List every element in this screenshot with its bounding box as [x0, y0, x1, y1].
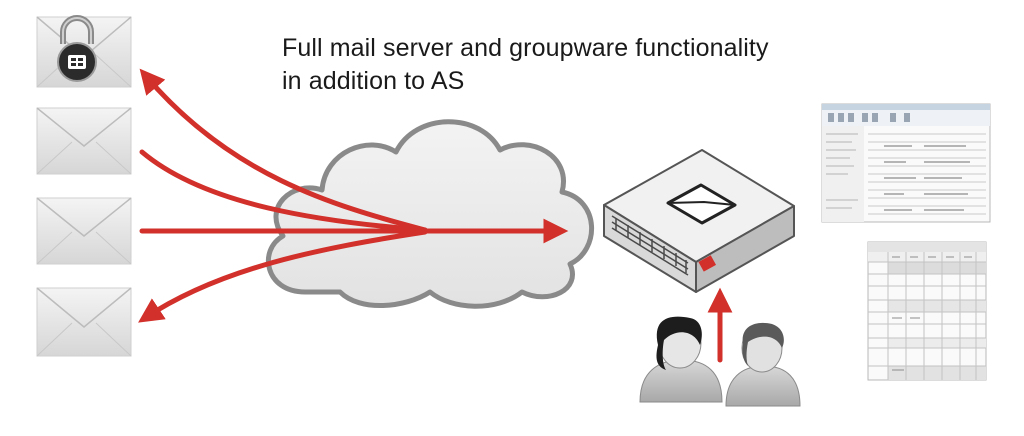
- envelope-icon: [36, 197, 132, 265]
- email-client-screenshot-icon: [821, 103, 991, 223]
- lock-envelope-icon: [36, 15, 132, 88]
- mail-appliance-icon: [603, 149, 795, 293]
- caption-line-2: in addition to AS: [282, 67, 465, 95]
- caption-line-1: Full mail server and groupware functiona…: [282, 34, 769, 62]
- calendar-screenshot-icon: [867, 241, 987, 381]
- mail-flow-arrows: [138, 68, 733, 363]
- users-icon: [639, 316, 801, 407]
- appliance-badge: [698, 255, 717, 272]
- envelope-icon: [36, 287, 132, 357]
- arrow-to-lock-envelope: [139, 68, 428, 233]
- diagram-caption: Full mail server and groupware functiona…: [282, 32, 769, 98]
- arrow-from-envelope-2: [139, 149, 428, 233]
- cloud-icon: [265, 119, 594, 309]
- arrow-to-envelope-4: [138, 229, 428, 323]
- envelope-icon: [36, 107, 132, 175]
